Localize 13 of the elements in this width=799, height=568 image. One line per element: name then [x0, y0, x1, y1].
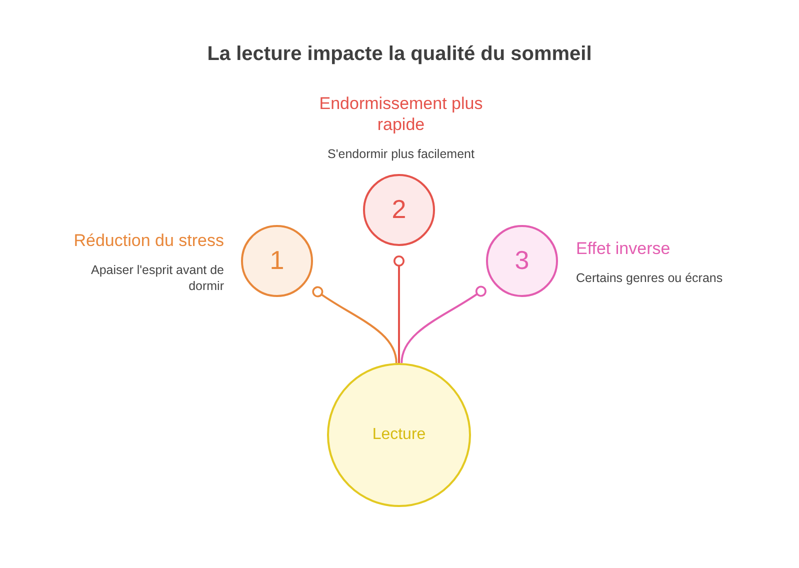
- diagram-title: La lecture impacte la qualité du sommeil: [207, 42, 592, 67]
- step-number: 1: [270, 246, 284, 276]
- step-number: 2: [392, 195, 406, 225]
- heading: Réduction du stress: [74, 230, 224, 251]
- connector-line: [312, 286, 398, 364]
- heading: Effet inverse: [576, 238, 670, 259]
- description: Certains genres ou écrans: [576, 270, 723, 286]
- step-number: 3: [514, 246, 530, 276]
- connector-line: [400, 286, 487, 364]
- heading: Endormissement plus rapide: [318, 93, 484, 135]
- topic-label: Lecture: [372, 426, 426, 444]
- description: S'endormir plus facilement: [328, 146, 474, 162]
- description: Apaiser l'esprit avant de dormir: [90, 262, 224, 294]
